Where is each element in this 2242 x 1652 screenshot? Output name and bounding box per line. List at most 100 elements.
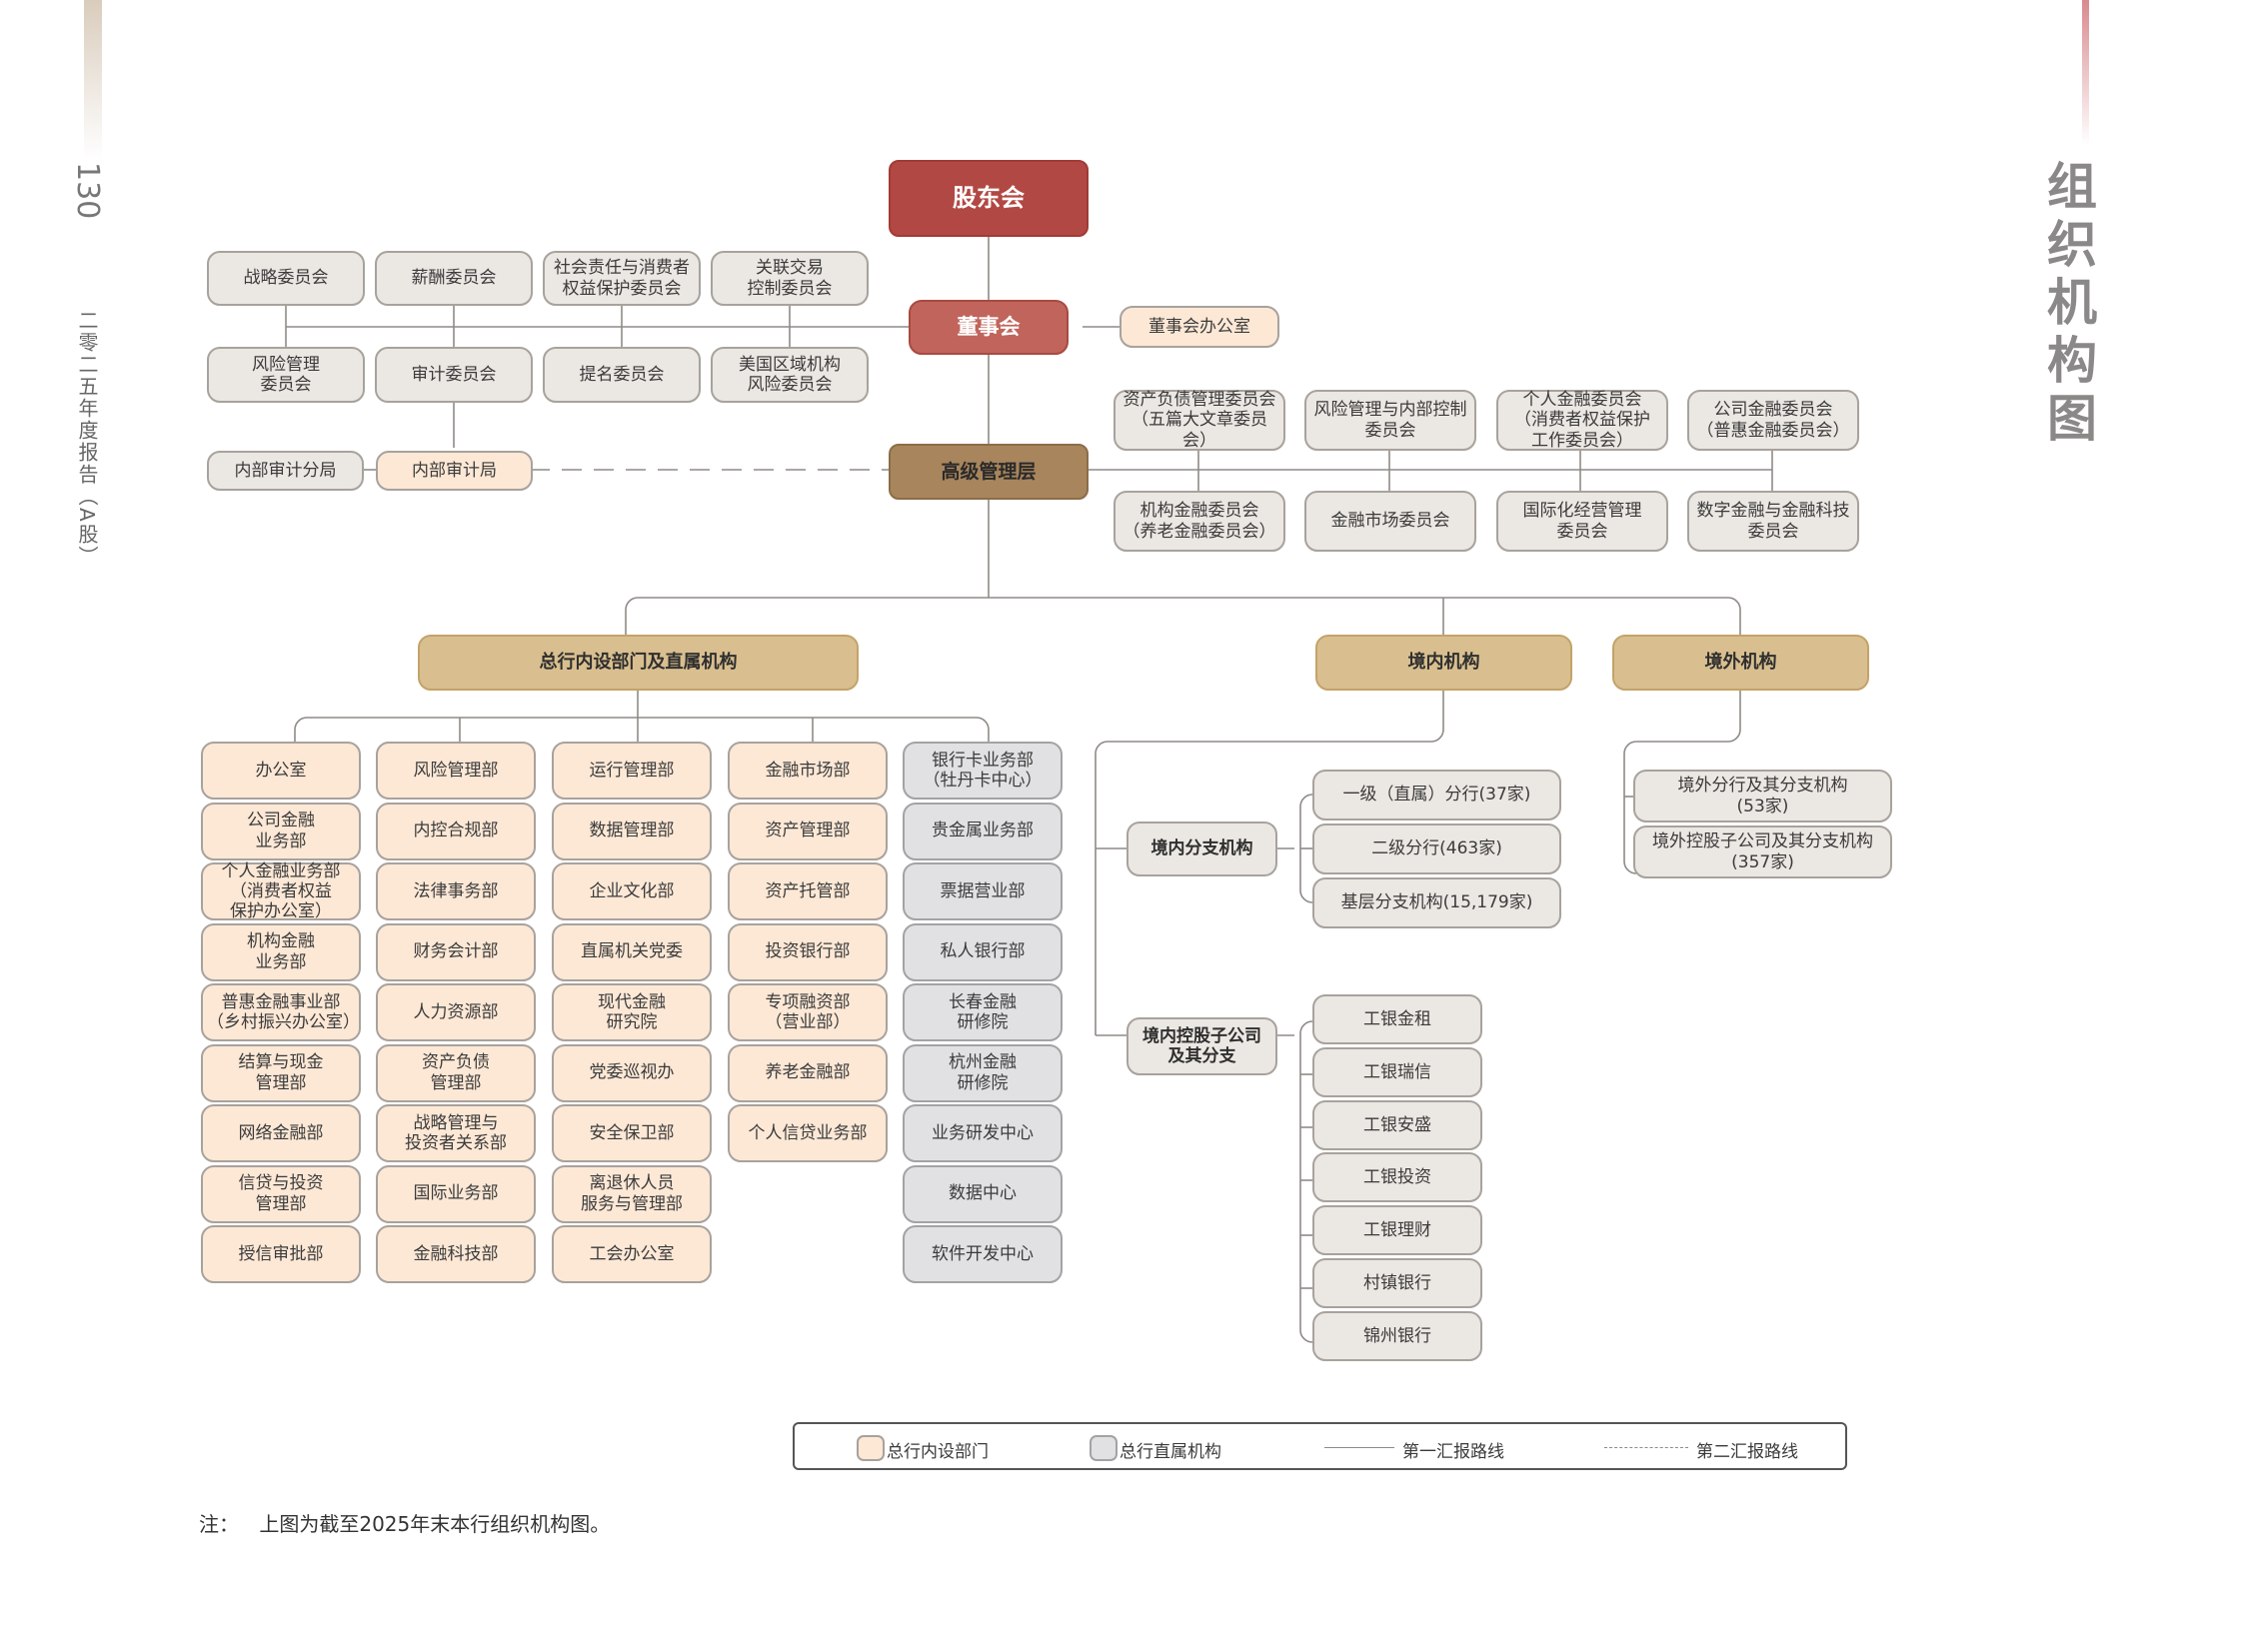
head-office-department: 专项融资部 （营业部） bbox=[728, 983, 888, 1041]
head-office-department: 办公室 bbox=[201, 742, 361, 800]
overseas-subsidiaries: 境外控股子公司及其分支机构 (357家) bbox=[1633, 826, 1892, 878]
head-office-department: 个人金融业务部 （消费者权益 保护办公室） bbox=[201, 861, 361, 921]
legend: 总行内设部门 总行直属机构 第一汇报路线 第二汇报路线 bbox=[793, 1422, 1847, 1470]
head-office-department: 资产管理部 bbox=[728, 802, 888, 860]
management-committee: 个人金融委员会 （消费者权益保护 工作委员会） bbox=[1496, 390, 1668, 451]
domestic-branch: 基层分支机构(15,179家) bbox=[1312, 877, 1561, 928]
head-office-department: 工会办公室 bbox=[552, 1225, 712, 1283]
senior-management: 高级管理层 bbox=[889, 444, 1089, 500]
directly-affiliated-institution: 银行卡业务部 （牡丹卡中心） bbox=[903, 742, 1063, 800]
board-committee: 风险管理 委员会 bbox=[207, 347, 365, 403]
directly-affiliated-institution: 票据营业部 bbox=[903, 862, 1063, 920]
management-committee: 国际化经营管理 委员会 bbox=[1496, 491, 1668, 552]
head-office-department: 金融科技部 bbox=[376, 1225, 536, 1283]
head-office-department: 直属机关党委 bbox=[552, 922, 712, 981]
head-office-department: 金融市场部 bbox=[728, 742, 888, 800]
directly-affiliated-institution: 贵金属业务部 bbox=[903, 802, 1063, 860]
legend-label-second-line: 第二汇报路线 bbox=[1696, 1442, 1798, 1462]
head-office-department: 授信审批部 bbox=[201, 1225, 361, 1283]
head-office-department: 离退休人员 服务与管理部 bbox=[552, 1164, 712, 1223]
head-office-department: 战略管理与 投资者关系部 bbox=[376, 1104, 536, 1162]
legend-swatch-affiliated bbox=[1090, 1435, 1118, 1461]
management-committee: 数字金融与金融科技 委员会 bbox=[1687, 491, 1859, 552]
board-office: 董事会办公室 bbox=[1120, 306, 1279, 348]
head-office-department: 数据管理部 bbox=[552, 802, 712, 860]
division-overseas: 境外机构 bbox=[1612, 635, 1869, 691]
head-office-department: 养老金融部 bbox=[728, 1043, 888, 1102]
head-office-department: 内控合规部 bbox=[376, 802, 536, 860]
domestic-subsidiary: 工银金租 bbox=[1312, 994, 1482, 1044]
head-office-department: 国际业务部 bbox=[376, 1164, 536, 1223]
head-office-department: 公司金融 业务部 bbox=[201, 802, 361, 860]
page-number: 130 bbox=[70, 162, 105, 220]
head-office-department: 企业文化部 bbox=[552, 862, 712, 920]
head-office-department: 安全保卫部 bbox=[552, 1104, 712, 1162]
board-committee: 审计委员会 bbox=[375, 347, 533, 403]
board-committee: 战略委员会 bbox=[207, 251, 365, 306]
head-office-department: 资产负债 管理部 bbox=[376, 1043, 536, 1102]
directly-affiliated-institution: 软件开发中心 bbox=[903, 1225, 1063, 1283]
legend-solid-line bbox=[1324, 1447, 1394, 1448]
head-office-department: 现代金融 研究院 bbox=[552, 983, 712, 1041]
report-title: 二零二五年度报告（A股） bbox=[75, 310, 99, 568]
domestic-subsidiaries-label: 境内控股子公司 及其分支 bbox=[1126, 1017, 1277, 1075]
note-text: 上图为截至2025年末本行组织机构图。 bbox=[259, 1512, 611, 1536]
domestic-subsidiary: 村镇银行 bbox=[1312, 1258, 1482, 1308]
directly-affiliated-institution: 私人银行部 bbox=[903, 922, 1063, 981]
head-office-department: 人力资源部 bbox=[376, 983, 536, 1041]
head-office-department: 普惠金融事业部 （乡村振兴办公室） bbox=[201, 983, 361, 1041]
domestic-branch: 一级（直属）分行(37家) bbox=[1312, 770, 1561, 821]
legend-label-first-line: 第一汇报路线 bbox=[1402, 1442, 1504, 1462]
head-office-department: 党委巡视办 bbox=[552, 1043, 712, 1102]
directly-affiliated-institution: 数据中心 bbox=[903, 1164, 1063, 1223]
legend-label-department: 总行内设部门 bbox=[887, 1442, 989, 1462]
note: 注： 上图为截至2025年末本行组织机构图。 bbox=[199, 1508, 610, 1537]
domestic-subsidiary: 工银投资 bbox=[1312, 1152, 1482, 1203]
section-title: 组织机构图 bbox=[2039, 160, 2097, 450]
directly-affiliated-institution: 业务研发中心 bbox=[903, 1104, 1063, 1162]
management-committee: 公司金融委员会 （普惠金融委员会） bbox=[1687, 390, 1859, 451]
overseas-branches: 境外分行及其分支机构 (53家) bbox=[1633, 770, 1892, 823]
head-office-department: 风险管理部 bbox=[376, 742, 536, 800]
head-office-department: 投资银行部 bbox=[728, 922, 888, 981]
legend-dashed-line bbox=[1604, 1447, 1688, 1448]
legend-label-affiliated: 总行直属机构 bbox=[1120, 1442, 1221, 1462]
division-head-office: 总行内设部门及直属机构 bbox=[418, 635, 859, 691]
head-office-department: 资产托管部 bbox=[728, 862, 888, 920]
internal-audit-branch: 内部审计分局 bbox=[207, 451, 364, 491]
management-committee: 机构金融委员会 （养老金融委员会） bbox=[1114, 491, 1285, 552]
shareholders-meeting: 股东会 bbox=[889, 160, 1089, 237]
management-committee: 风险管理与内部控制 委员会 bbox=[1304, 390, 1476, 451]
domestic-subsidiary: 工银安盛 bbox=[1312, 1099, 1482, 1150]
directly-affiliated-institution: 长春金融 研修院 bbox=[903, 983, 1063, 1041]
head-office-department: 机构金融 业务部 bbox=[201, 922, 361, 981]
management-committee: 金融市场委员会 bbox=[1304, 491, 1476, 552]
division-domestic: 境内机构 bbox=[1315, 635, 1572, 691]
domestic-subsidiary: 工银理财 bbox=[1312, 1205, 1482, 1256]
board-committee: 社会责任与消费者 权益保护委员会 bbox=[543, 251, 701, 306]
board-committee: 美国区域机构 风险委员会 bbox=[711, 347, 869, 403]
board-committee: 薪酬委员会 bbox=[375, 251, 533, 306]
note-label: 注： bbox=[199, 1512, 239, 1536]
management-committee: 资产负债管理委员会 （五篇大文章委员会） bbox=[1114, 390, 1285, 451]
directly-affiliated-institution: 杭州金融 研修院 bbox=[903, 1043, 1063, 1102]
head-office-department: 运行管理部 bbox=[552, 742, 712, 800]
head-office-department: 法律事务部 bbox=[376, 862, 536, 920]
board-of-directors: 董事会 bbox=[909, 300, 1069, 355]
head-office-department: 个人信贷业务部 bbox=[728, 1104, 888, 1162]
internal-audit-bureau: 内部审计局 bbox=[376, 451, 533, 491]
domestic-subsidiary: 锦州银行 bbox=[1312, 1310, 1482, 1361]
board-committee: 关联交易 控制委员会 bbox=[711, 251, 869, 306]
legend-swatch-department bbox=[857, 1435, 885, 1461]
head-office-department: 信贷与投资 管理部 bbox=[201, 1164, 361, 1223]
domestic-branch: 二级分行(463家) bbox=[1312, 824, 1561, 874]
head-office-department: 网络金融部 bbox=[201, 1104, 361, 1162]
domestic-branches-label: 境内分支机构 bbox=[1126, 822, 1277, 876]
domestic-subsidiary: 工银瑞信 bbox=[1312, 1046, 1482, 1097]
right-accent-strip bbox=[2082, 0, 2089, 145]
head-office-department: 结算与现金 管理部 bbox=[201, 1043, 361, 1102]
left-accent-strip bbox=[84, 0, 102, 160]
head-office-department: 财务会计部 bbox=[376, 922, 536, 981]
